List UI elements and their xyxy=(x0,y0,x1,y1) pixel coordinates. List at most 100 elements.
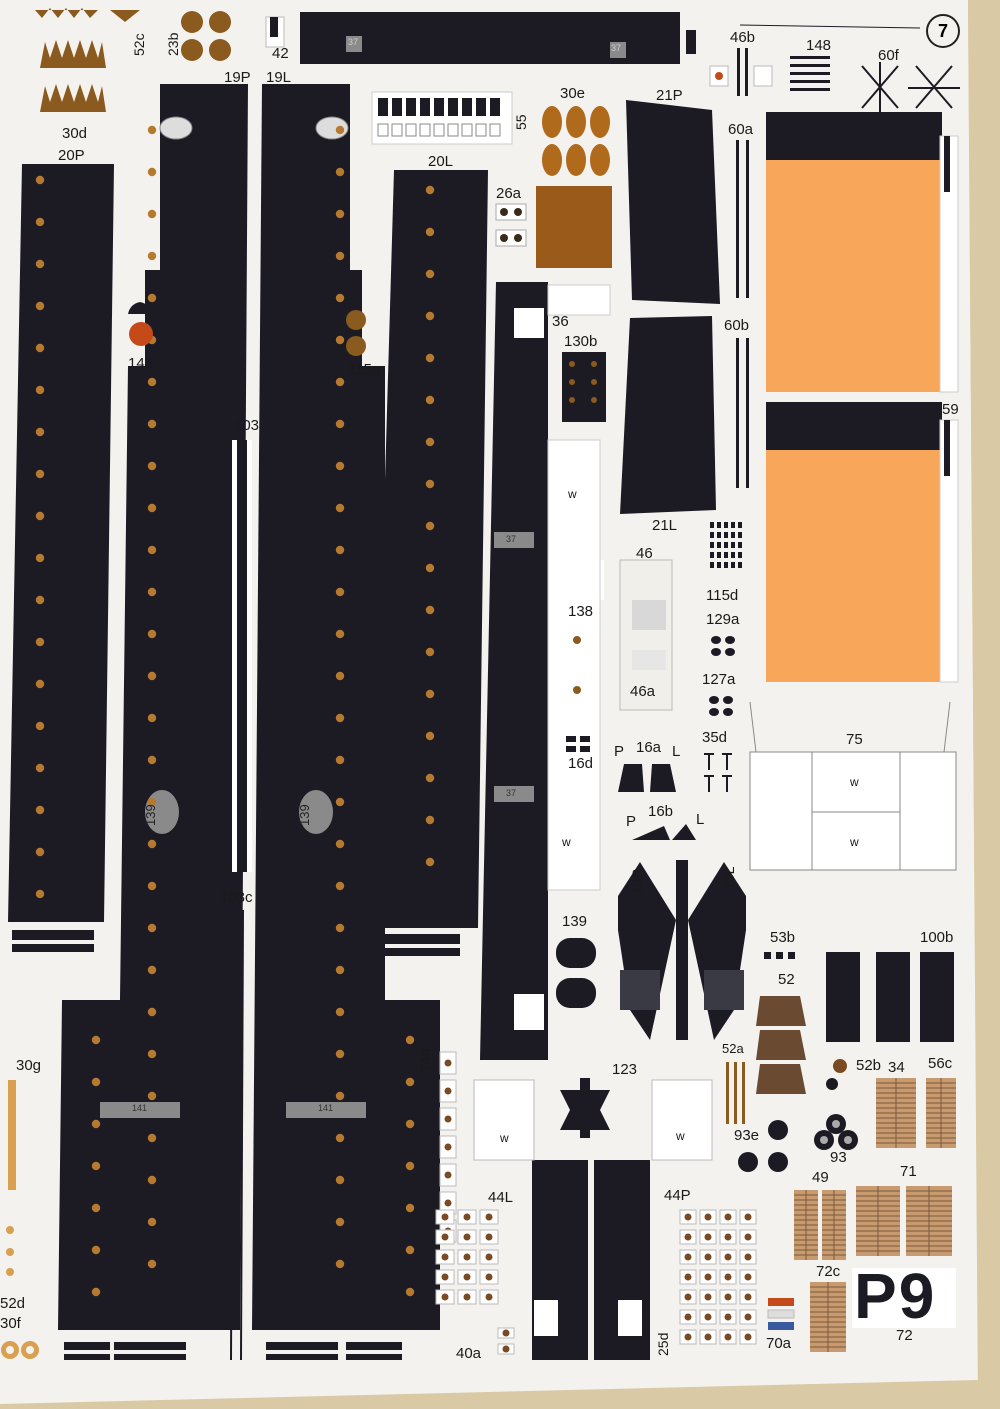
rivet-cell xyxy=(699,1229,717,1245)
grid-dot xyxy=(724,562,728,568)
rivet-dot xyxy=(335,503,345,513)
rivet-dot xyxy=(405,1287,415,1297)
label-34: 34 xyxy=(888,1059,905,1076)
part-19L xyxy=(252,84,440,1330)
label-46: 46 xyxy=(636,545,653,562)
part-60b xyxy=(736,338,749,488)
rivet-dot xyxy=(147,1175,157,1185)
wood-parts xyxy=(794,1078,956,1352)
label-52c: 52c xyxy=(131,33,147,56)
dot-grids xyxy=(435,1051,757,1355)
part-30f xyxy=(1,1341,39,1359)
marking-37-c: 37 xyxy=(506,534,517,544)
page-number: 7 xyxy=(926,14,960,48)
rivet-dot xyxy=(425,773,435,783)
rivet-cell xyxy=(439,1107,457,1131)
label-19L: 19L xyxy=(266,69,292,86)
part-60a xyxy=(736,140,749,298)
rivet-dot xyxy=(335,923,345,933)
part-46 xyxy=(619,559,673,711)
gauge-window xyxy=(448,98,458,116)
grid-dot xyxy=(717,522,721,528)
label-93e: 93e xyxy=(734,1127,760,1144)
rivet-cell xyxy=(479,1209,499,1225)
label-60a: 60a xyxy=(728,121,754,138)
part-20L xyxy=(372,170,488,956)
rivet-dot xyxy=(425,815,435,825)
gauge-box xyxy=(405,123,417,137)
grid-dot xyxy=(710,542,714,548)
label-16P: 16P xyxy=(629,869,645,894)
gauge-box xyxy=(489,123,501,137)
rivet-dot xyxy=(35,217,45,227)
grid-dot xyxy=(710,522,714,528)
rivet-cell xyxy=(739,1309,757,1325)
part-21P xyxy=(626,100,720,304)
label-42: 42 xyxy=(272,45,289,62)
label-40a: 40a xyxy=(456,1345,482,1362)
part-146 xyxy=(128,302,153,346)
wood-slat-group xyxy=(856,1186,900,1256)
rivet-cell xyxy=(457,1249,477,1265)
part-52b xyxy=(826,1059,847,1090)
wood-slat-group xyxy=(876,1078,916,1148)
rivet-dot xyxy=(147,125,157,135)
rivet-dot xyxy=(425,227,435,237)
part-60f xyxy=(861,62,960,112)
label-30f: 30f xyxy=(0,1315,21,1332)
rivet-dot xyxy=(335,797,345,807)
rivet-dot xyxy=(335,1259,345,1269)
label-35d: 35d xyxy=(702,729,728,746)
rivet-cell xyxy=(479,1249,499,1265)
label-16L: 16L xyxy=(721,866,737,890)
rivet-dot xyxy=(425,479,435,489)
grid-dot xyxy=(738,522,742,528)
label-146: 146 xyxy=(128,355,154,372)
rivet-cell xyxy=(719,1209,737,1225)
grid-dot xyxy=(731,562,735,568)
rivet-dot xyxy=(335,293,345,303)
rivet-dot xyxy=(335,167,345,177)
wood-slat-group xyxy=(822,1190,846,1260)
part-103c xyxy=(230,909,244,1361)
grid-dot xyxy=(710,562,714,568)
label-53b: 53b xyxy=(770,929,796,946)
rivet-dot xyxy=(335,1133,345,1143)
marking-37-b: 37 xyxy=(611,43,622,53)
rivet-dot xyxy=(35,679,45,689)
gauge-box xyxy=(433,123,445,137)
rivet-dot xyxy=(147,1133,157,1143)
rivet-dot xyxy=(335,671,345,681)
rivet-dot xyxy=(91,1161,101,1171)
rivet-cell xyxy=(679,1249,697,1265)
part-72 xyxy=(852,1268,956,1328)
label-115g: 115g xyxy=(348,361,381,378)
part-129a xyxy=(711,636,735,656)
rivet-dot xyxy=(147,503,157,513)
grid-dot xyxy=(731,522,735,528)
label-52: 52 xyxy=(778,971,795,988)
part-52 xyxy=(756,996,806,1094)
rivet-dot xyxy=(147,797,157,807)
rivet-cell xyxy=(719,1289,737,1305)
grid-dot xyxy=(710,552,714,558)
part-16a xyxy=(618,764,676,792)
label-19P: 19P xyxy=(224,69,251,86)
part-36 xyxy=(480,282,548,1060)
rivet-dot xyxy=(35,301,45,311)
marking-139-right: 139 xyxy=(297,804,312,826)
label-71: 71 xyxy=(900,1163,917,1180)
part-30e xyxy=(536,106,612,268)
grid-dot xyxy=(738,552,742,558)
part-115d xyxy=(710,522,742,568)
gauge-box xyxy=(377,123,389,137)
grid-dot xyxy=(738,562,742,568)
rivet-cell xyxy=(435,1269,455,1285)
marking-141-right: 141 xyxy=(318,1103,334,1113)
rivet-dot xyxy=(425,311,435,321)
label-72c: 72c xyxy=(816,1263,841,1280)
rivet-dot xyxy=(147,587,157,597)
rivet-cell xyxy=(739,1289,757,1305)
